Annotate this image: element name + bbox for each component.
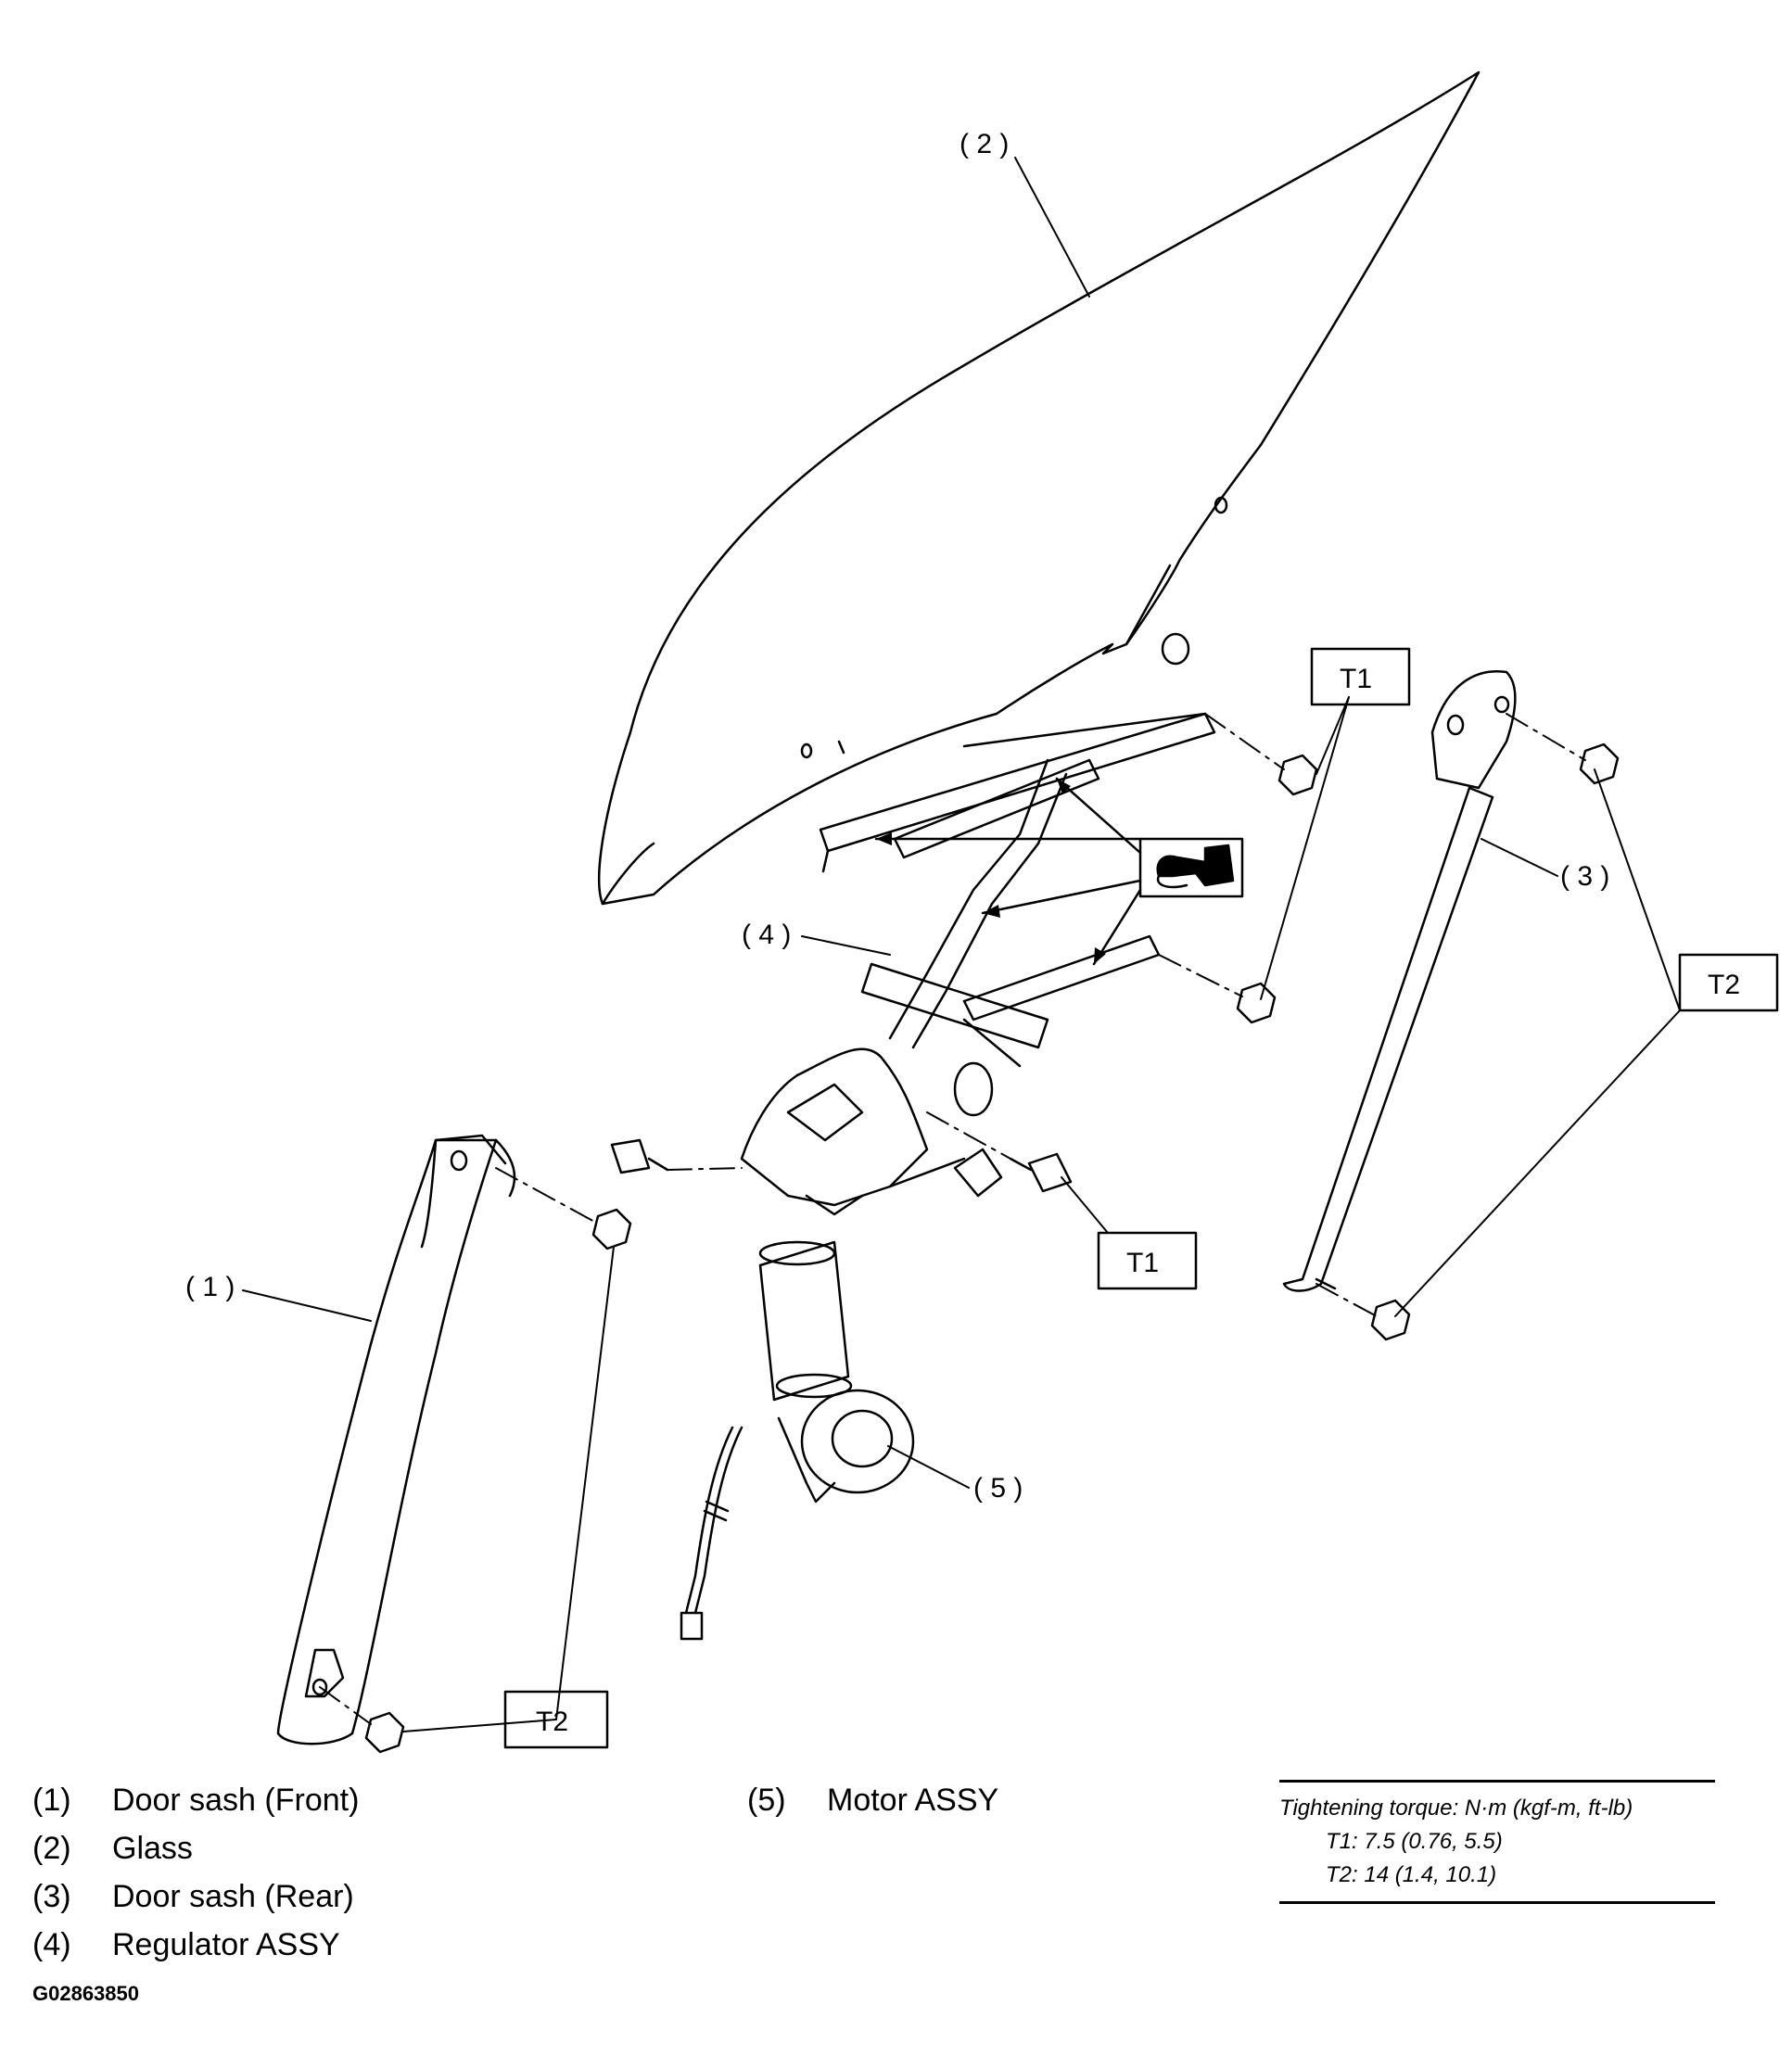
door-sash-rear <box>1282 670 1517 1292</box>
nut-t1-upper <box>1277 754 1318 796</box>
legend-label: Regulator ASSY <box>112 1927 340 1962</box>
fasteners <box>364 742 1620 1754</box>
grease-pointer-lines <box>874 777 1142 966</box>
figure-code: G02863850 <box>32 1982 139 2005</box>
tightening-torque-spec: Tightening torque: N·m (kgf-m, ft-lb) T1… <box>1279 1780 1715 1904</box>
torque-bottom-rule <box>1279 1901 1715 1904</box>
nut-t2-front-top <box>591 1208 632 1250</box>
legend-number: (2) <box>32 1831 71 1866</box>
legend-number: (5) <box>747 1783 786 1818</box>
torque-label-boxes <box>503 647 1779 1749</box>
legend-number: (1) <box>32 1783 71 1818</box>
callout-4: ( 4 ) <box>742 920 791 950</box>
door-sash-front <box>276 1134 516 1745</box>
grease-icon <box>1138 837 1244 898</box>
t2-right-label: T2 <box>1708 970 1740 1000</box>
alignment-lines <box>319 713 1586 1725</box>
callout-1: ( 1 ) <box>185 1272 235 1302</box>
legend-item-1: (1) Door sash (Front) <box>32 1783 359 1819</box>
motor-assy <box>680 1240 915 1641</box>
t2-left-box <box>503 1690 609 1749</box>
regulator-assy <box>740 712 1216 1216</box>
nut-t2-front-bottom <box>364 1711 405 1754</box>
bolt-left <box>610 1138 669 1174</box>
legend-item-5: (5) Motor ASSY <box>747 1783 998 1819</box>
leader-lines <box>242 157 1681 1732</box>
t1-lower-label: T1 <box>1126 1248 1159 1278</box>
torque-top-rule <box>1279 1780 1715 1783</box>
nut-t2-rear-bottom <box>1370 1299 1411 1341</box>
legend-label: Door sash (Rear) <box>112 1879 354 1914</box>
legend-label: Door sash (Front) <box>112 1783 360 1818</box>
arrowheads <box>876 779 1106 964</box>
t1-upper-box <box>1310 647 1411 706</box>
t2-right-box <box>1678 953 1779 1012</box>
legend-item-3: (3) Door sash (Rear) <box>32 1879 354 1915</box>
t1-lower-box <box>1097 1231 1198 1290</box>
legend-label: Motor ASSY <box>827 1783 999 1818</box>
torque-t2: T2: 14 (1.4, 10.1) <box>1326 1862 1497 1887</box>
torque-title: Tightening torque: N·m (kgf-m, ft-lb) <box>1279 1796 1633 1821</box>
nut-t2-rear-top <box>1579 742 1620 785</box>
callout-5: ( 5 ) <box>973 1473 1023 1504</box>
t1-upper-label: T1 <box>1340 664 1372 694</box>
glass-panel <box>598 70 1481 906</box>
callout-2: ( 2 ) <box>960 129 1009 159</box>
t2-left-label: T2 <box>536 1707 568 1737</box>
legend-item-2: (2) Glass <box>32 1831 193 1867</box>
bolt-right <box>1009 1152 1073 1193</box>
legend-number: (3) <box>32 1879 71 1914</box>
torque-t1: T1: 7.5 (0.76, 5.5) <box>1326 1829 1503 1854</box>
nut-t1-middle <box>1236 982 1277 1024</box>
legend-label: Glass <box>112 1831 193 1866</box>
legend-number: (4) <box>32 1927 71 1962</box>
legend-item-4: (4) Regulator ASSY <box>32 1927 340 1963</box>
callout-3: ( 3 ) <box>1560 861 1609 892</box>
